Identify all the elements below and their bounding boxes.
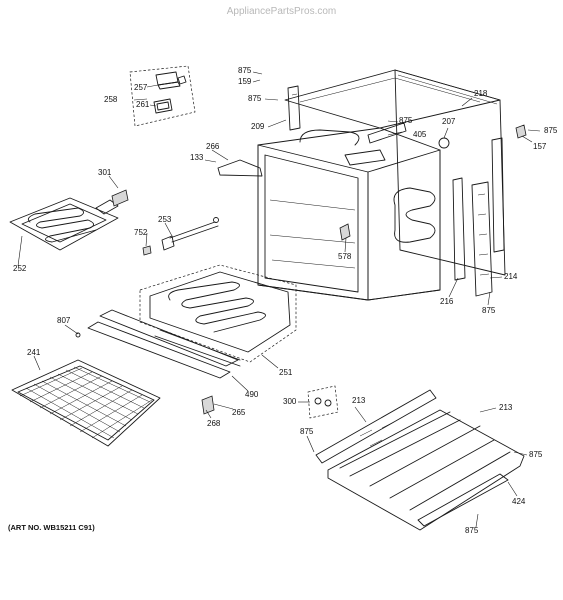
screw-752 <box>142 245 152 256</box>
label-209: 209 <box>251 122 265 131</box>
label-241: 241 <box>27 348 41 357</box>
label-875-right: 875 <box>544 126 558 135</box>
side-trim-rails <box>75 309 241 415</box>
label-875-bottom: 875 <box>465 526 479 535</box>
label-424: 424 <box>512 497 526 506</box>
label-265: 265 <box>232 408 246 417</box>
broil-element <box>9 189 129 251</box>
label-213-left: 213 <box>352 396 366 405</box>
watermark: AppliancePartsPros.com <box>226 6 337 17</box>
label-268: 268 <box>207 419 221 428</box>
label-875-bottom-left: 875 <box>300 427 314 436</box>
label-875-bottom-right: 875 <box>529 450 543 459</box>
label-405: 405 <box>413 130 427 139</box>
label-261: 261 <box>136 100 150 109</box>
label-218: 218 <box>474 89 488 98</box>
bracket-157 <box>515 124 527 139</box>
label-490: 490 <box>245 390 259 399</box>
fasteners-300 <box>307 385 339 419</box>
label-301: 301 <box>98 168 112 177</box>
label-213-right: 213 <box>499 403 513 412</box>
label-216: 216 <box>440 297 454 306</box>
label-253: 253 <box>158 215 172 224</box>
label-807: 807 <box>57 316 71 325</box>
control-box-group <box>129 65 196 127</box>
bottom-panel-assembly <box>315 389 525 531</box>
side-bracket-209 <box>287 85 301 131</box>
temp-sensor <box>161 217 219 251</box>
label-752: 752 <box>134 228 148 237</box>
label-207: 207 <box>442 117 456 126</box>
hinge-rails <box>452 137 505 297</box>
label-875-top: 875 <box>238 66 252 75</box>
label-159: 159 <box>238 77 252 86</box>
oven-cavity <box>217 69 506 301</box>
art-number: (ART NO. WB15211 C91) <box>8 523 95 532</box>
label-875-cavity: 875 <box>399 116 413 125</box>
bake-element-group <box>139 264 297 363</box>
label-258: 258 <box>104 95 118 104</box>
label-266: 266 <box>206 142 220 151</box>
label-133: 133 <box>190 153 204 162</box>
label-300: 300 <box>283 397 297 406</box>
label-157: 157 <box>533 142 547 151</box>
label-251: 251 <box>279 368 293 377</box>
label-257: 257 <box>134 83 148 92</box>
label-875-left-top: 875 <box>248 94 262 103</box>
leader-lines <box>17 71 541 528</box>
label-214: 214 <box>504 272 518 281</box>
label-875-rail: 875 <box>482 306 496 315</box>
label-578: 578 <box>338 252 352 261</box>
label-252: 252 <box>13 264 27 273</box>
oven-rack <box>11 359 161 447</box>
